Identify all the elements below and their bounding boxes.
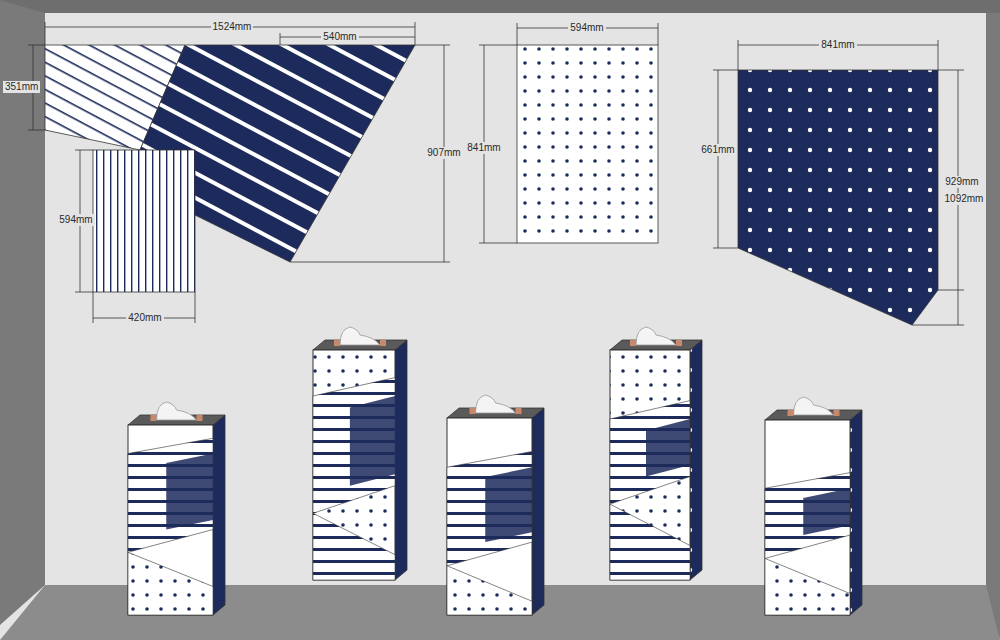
- pedestal-lower: [447, 566, 532, 615]
- pedestal-lower: [610, 504, 690, 580]
- dimension-label: 1092mm: [943, 193, 986, 205]
- pedestal-band: [350, 396, 395, 486]
- pedestal-band: [646, 419, 690, 477]
- pedestal-clip: [630, 340, 636, 346]
- dimension-label: 594mm: [57, 214, 94, 226]
- dimension-label: 420mm: [126, 312, 163, 324]
- pedestal-band: [803, 488, 850, 535]
- pedestal-clip: [197, 415, 203, 421]
- pedestal-clip: [151, 415, 157, 421]
- pedestal-front: [313, 350, 395, 580]
- dimension-label: 841mm: [465, 142, 502, 154]
- pedestal-lower: [765, 558, 850, 615]
- dimension-label: 351mm: [3, 81, 40, 93]
- pedestal-side: [395, 340, 407, 580]
- pedestal: [128, 402, 225, 615]
- pedestal-clip: [516, 408, 522, 414]
- dimension-label: 1524mm: [211, 21, 254, 33]
- pedestal-side: [850, 410, 862, 615]
- pedestal-side: [532, 408, 544, 615]
- pedestal-clip: [470, 408, 476, 414]
- ceiling: [0, 0, 1000, 13]
- pedestal-stripes: [610, 401, 690, 505]
- dimension-lines: [28, 22, 964, 325]
- pedestal-clip: [788, 410, 794, 416]
- pedestal-clip: [380, 340, 386, 346]
- striped-panel: [45, 45, 415, 292]
- dimension-label: 540mm: [321, 31, 358, 43]
- pedestal-stripes: [313, 378, 395, 514]
- pedestal: [765, 397, 862, 615]
- pedestal-front: [447, 418, 532, 615]
- pedestal: [447, 395, 544, 615]
- pedestal-stripes: [447, 451, 532, 565]
- dimension-label: 841mm: [819, 39, 856, 51]
- pedestal-front: [610, 350, 690, 580]
- dimension-label: 929mm: [943, 176, 980, 188]
- dimension-label: 907mm: [425, 147, 462, 159]
- pedestal-clip: [834, 410, 840, 416]
- shoe: [340, 327, 380, 345]
- shoe: [794, 397, 834, 415]
- dimension-label: 661mm: [699, 144, 736, 156]
- left-wall: [0, 0, 45, 625]
- pedestal-band: [166, 454, 213, 530]
- dotted-panel: [517, 45, 658, 243]
- navy-dotted-panel: [738, 70, 938, 325]
- pedestal-stripes: [765, 473, 850, 559]
- pedestal-front: [128, 425, 213, 615]
- pedestal-band: [485, 467, 532, 542]
- right-wall: [986, 13, 1000, 640]
- pedestal-side: [213, 415, 225, 615]
- pedestal-stripes: [128, 438, 213, 552]
- pedestal-lower: [313, 513, 395, 580]
- shoe: [636, 327, 676, 345]
- shoe: [476, 395, 516, 413]
- pedestal-side: [690, 340, 702, 580]
- dimension-label: 594mm: [568, 22, 605, 34]
- pedestal-front: [765, 420, 850, 615]
- pedestal-lower: [128, 552, 213, 615]
- pedestals: [128, 327, 862, 615]
- pedestal-clip: [334, 340, 340, 346]
- pedestal: [313, 327, 407, 580]
- shoe: [157, 402, 197, 420]
- pedestal: [610, 327, 702, 580]
- pedestal-clip: [676, 340, 682, 346]
